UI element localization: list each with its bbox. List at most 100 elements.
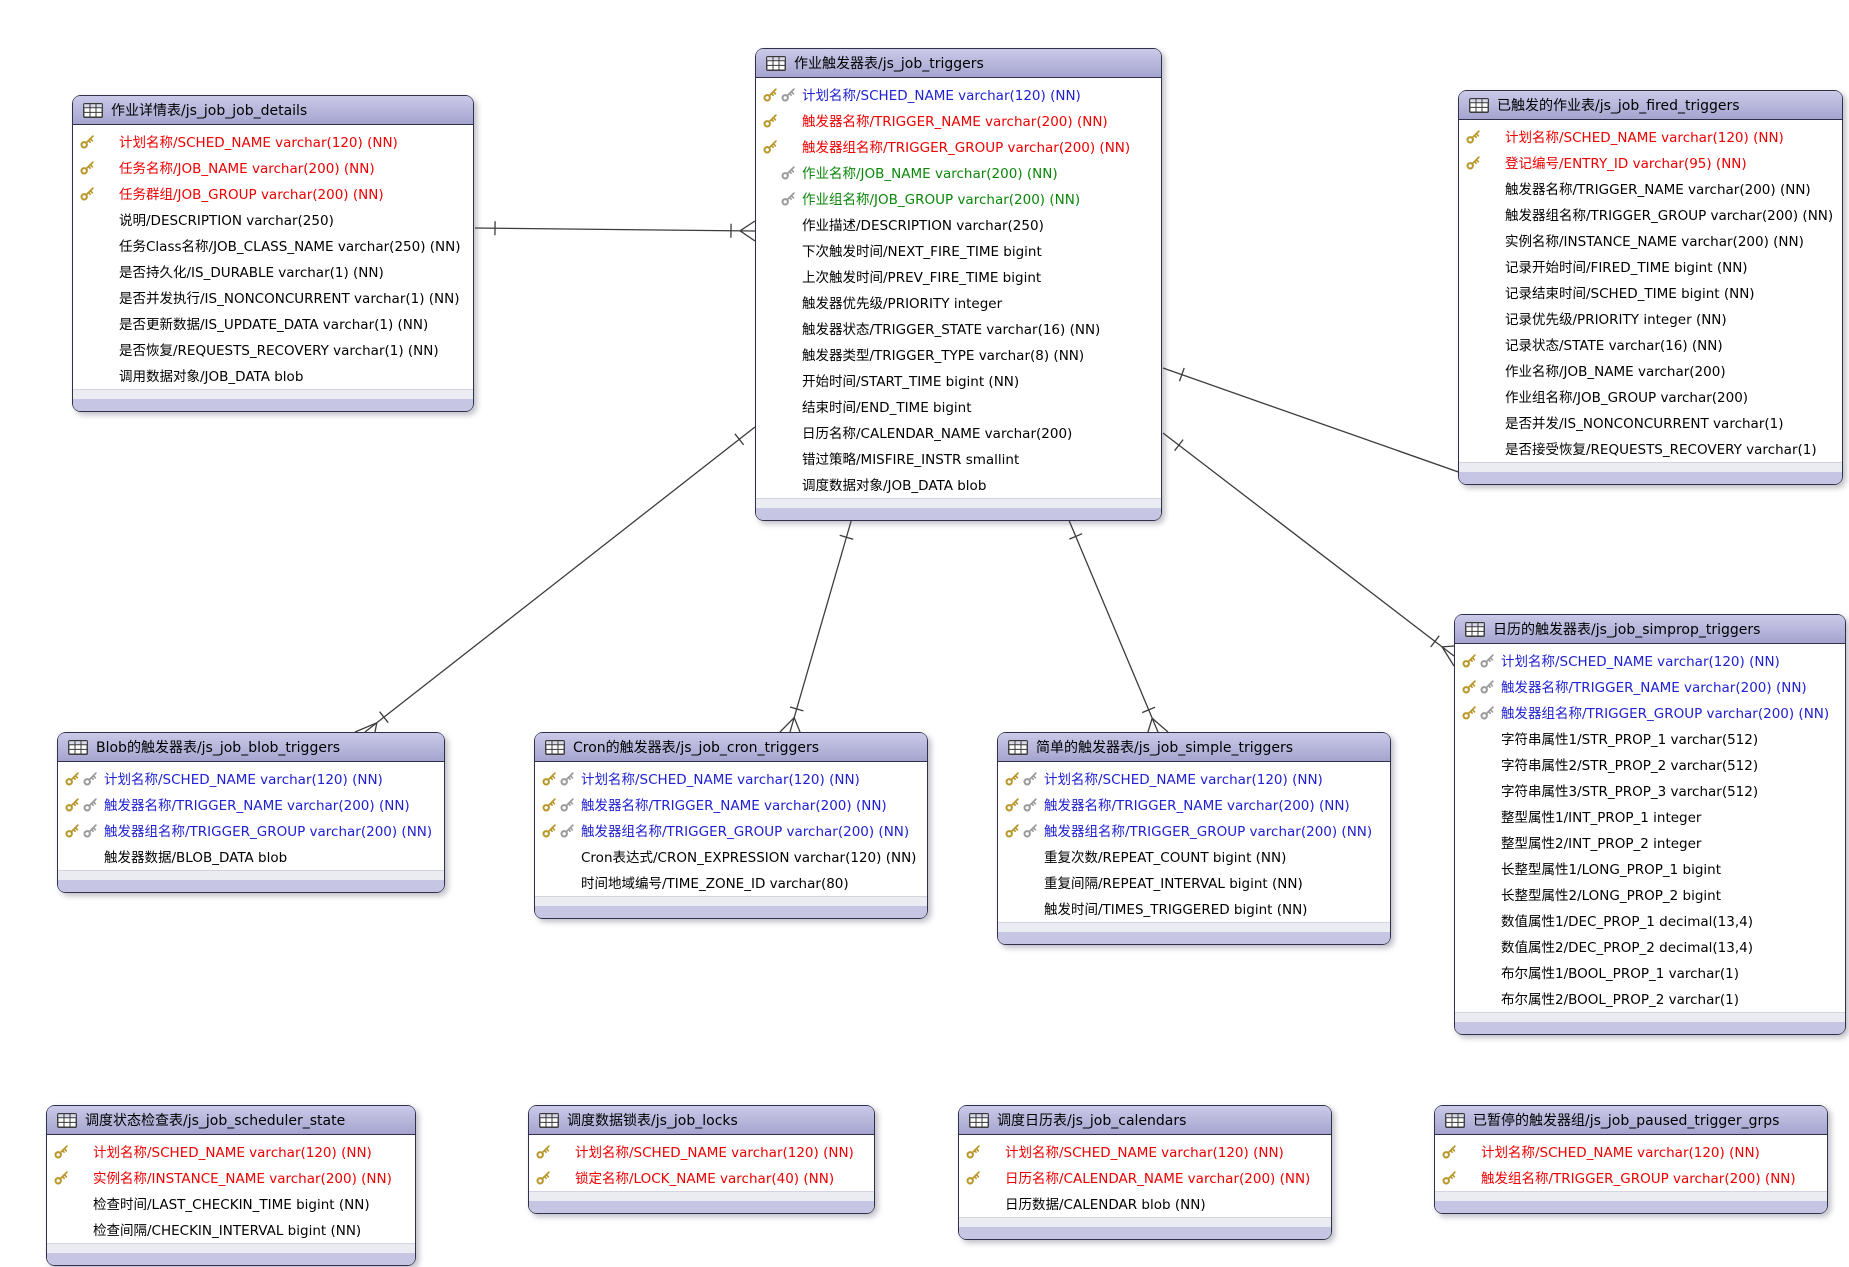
table-column-row[interactable]: 触发器名称/TRIGGER_NAME varchar(200) (NN) bbox=[58, 791, 444, 817]
table-js_job_cron_triggers[interactable]: Cron的触发器表/js_job_cron_triggers 计划名称/SCHE… bbox=[534, 732, 928, 919]
table-header[interactable]: 调度日历表/js_job_calendars bbox=[959, 1106, 1331, 1135]
table-column-row[interactable]: 触发器优先级/PRIORITY integer bbox=[756, 289, 1161, 315]
table-js_job_calendars[interactable]: 调度日历表/js_job_calendars 计划名称/SCHED_NAME v… bbox=[958, 1105, 1332, 1240]
table-column-row[interactable]: 计划名称/SCHED_NAME varchar(120) (NN) bbox=[998, 765, 1390, 791]
table-column-row[interactable]: 记录优先级/PRIORITY integer (NN) bbox=[1459, 305, 1842, 331]
table-column-row[interactable]: 任务Class名称/JOB_CLASS_NAME varchar(250) (N… bbox=[73, 232, 473, 258]
table-column-row[interactable]: 计划名称/SCHED_NAME varchar(120) (NN) bbox=[73, 128, 473, 154]
table-column-row[interactable]: 字符串属性1/STR_PROP_1 varchar(512) bbox=[1455, 725, 1845, 751]
table-column-row[interactable]: 字符串属性2/STR_PROP_2 varchar(512) bbox=[1455, 751, 1845, 777]
table-column-row[interactable]: 重复间隔/REPEAT_INTERVAL bigint (NN) bbox=[998, 869, 1390, 895]
table-column-row[interactable]: 触发组名称/TRIGGER_GROUP varchar(200) (NN) bbox=[1435, 1164, 1827, 1190]
table-column-row[interactable]: 实例名称/INSTANCE_NAME varchar(200) (NN) bbox=[1459, 227, 1842, 253]
table-column-row[interactable]: 字符串属性3/STR_PROP_3 varchar(512) bbox=[1455, 777, 1845, 803]
table-column-row[interactable]: 检查间隔/CHECKIN_INTERVAL bigint (NN) bbox=[47, 1216, 415, 1242]
table-column-row[interactable]: 日历数据/CALENDAR blob (NN) bbox=[959, 1190, 1331, 1216]
table-column-row[interactable]: 上次触发时间/PREV_FIRE_TIME bigint bbox=[756, 263, 1161, 289]
table-header[interactable]: Blob的触发器表/js_job_blob_triggers bbox=[58, 733, 444, 762]
table-column-row[interactable]: 整型属性2/INT_PROP_2 integer bbox=[1455, 829, 1845, 855]
table-column-row[interactable]: 错过策略/MISFIRE_INSTR smallint bbox=[756, 445, 1161, 471]
table-column-row[interactable]: 说明/DESCRIPTION varchar(250) bbox=[73, 206, 473, 232]
table-column-row[interactable]: 调度数据对象/JOB_DATA blob bbox=[756, 471, 1161, 497]
table-column-row[interactable]: 开始时间/START_TIME bigint (NN) bbox=[756, 367, 1161, 393]
table-column-row[interactable]: 是否更新数据/IS_UPDATE_DATA varchar(1) (NN) bbox=[73, 310, 473, 336]
table-column-row[interactable]: 重复次数/REPEAT_COUNT bigint (NN) bbox=[998, 843, 1390, 869]
table-column-row[interactable]: 锁定名称/LOCK_NAME varchar(40) (NN) bbox=[529, 1164, 874, 1190]
table-column-row[interactable]: 计划名称/SCHED_NAME varchar(120) (NN) bbox=[1459, 123, 1842, 149]
table-column-row[interactable]: 触发器组名称/TRIGGER_GROUP varchar(200) (NN) bbox=[756, 133, 1161, 159]
table-column-row[interactable]: 计划名称/SCHED_NAME varchar(120) (NN) bbox=[47, 1138, 415, 1164]
table-column-row[interactable]: 计划名称/SCHED_NAME varchar(120) (NN) bbox=[1435, 1138, 1827, 1164]
table-column-row[interactable]: 触发器类型/TRIGGER_TYPE varchar(8) (NN) bbox=[756, 341, 1161, 367]
table-js_job_scheduler_state[interactable]: 调度状态检查表/js_job_scheduler_state 计划名称/SCHE… bbox=[46, 1105, 416, 1266]
table-column-row[interactable]: 布尔属性2/BOOL_PROP_2 varchar(1) bbox=[1455, 985, 1845, 1011]
table-js_job_job_details[interactable]: 作业详情表/js_job_job_details 计划名称/SCHED_NAME… bbox=[72, 95, 474, 412]
table-column-row[interactable]: 结束时间/END_TIME bigint bbox=[756, 393, 1161, 419]
table-column-row[interactable]: 长整型属性1/LONG_PROP_1 bigint bbox=[1455, 855, 1845, 881]
table-column-row[interactable]: 登记编号/ENTRY_ID varchar(95) (NN) bbox=[1459, 149, 1842, 175]
table-column-row[interactable]: Cron表达式/CRON_EXPRESSION varchar(120) (NN… bbox=[535, 843, 927, 869]
table-js_job_locks[interactable]: 调度数据锁表/js_job_locks 计划名称/SCHED_NAME varc… bbox=[528, 1105, 875, 1214]
table-column-row[interactable]: 触发器名称/TRIGGER_NAME varchar(200) (NN) bbox=[1455, 673, 1845, 699]
table-column-row[interactable]: 长整型属性2/LONG_PROP_2 bigint bbox=[1455, 881, 1845, 907]
table-column-row[interactable]: 作业名称/JOB_NAME varchar(200) bbox=[1459, 357, 1842, 383]
table-column-row[interactable]: 触发器组名称/TRIGGER_GROUP varchar(200) (NN) bbox=[1455, 699, 1845, 725]
table-column-row[interactable]: 整型属性1/INT_PROP_1 integer bbox=[1455, 803, 1845, 829]
table-header[interactable]: 作业详情表/js_job_job_details bbox=[73, 96, 473, 125]
table-column-row[interactable]: 记录结束时间/SCHED_TIME bigint (NN) bbox=[1459, 279, 1842, 305]
table-js_job_paused_trigger_grps[interactable]: 已暂停的触发器组/js_job_paused_trigger_grps 计划名称… bbox=[1434, 1105, 1828, 1214]
table-column-row[interactable]: 任务名称/JOB_NAME varchar(200) (NN) bbox=[73, 154, 473, 180]
table-column-row[interactable]: 作业组名称/JOB_GROUP varchar(200) (NN) bbox=[756, 185, 1161, 211]
table-column-row[interactable]: 计划名称/SCHED_NAME varchar(120) (NN) bbox=[756, 81, 1161, 107]
table-column-row[interactable]: 检查时间/LAST_CHECKIN_TIME bigint (NN) bbox=[47, 1190, 415, 1216]
table-column-row[interactable]: 计划名称/SCHED_NAME varchar(120) (NN) bbox=[529, 1138, 874, 1164]
table-column-row[interactable]: 计划名称/SCHED_NAME varchar(120) (NN) bbox=[535, 765, 927, 791]
table-column-row[interactable]: 触发时间/TIMES_TRIGGERED bigint (NN) bbox=[998, 895, 1390, 921]
table-header[interactable]: 简单的触发器表/js_job_simple_triggers bbox=[998, 733, 1390, 762]
table-column-row[interactable]: 数值属性1/DEC_PROP_1 decimal(13,4) bbox=[1455, 907, 1845, 933]
table-header[interactable]: 调度数据锁表/js_job_locks bbox=[529, 1106, 874, 1135]
table-header[interactable]: 调度状态检查表/js_job_scheduler_state bbox=[47, 1106, 415, 1135]
table-column-row[interactable]: 是否并发/IS_NONCONCURRENT varchar(1) bbox=[1459, 409, 1842, 435]
table-column-row[interactable]: 记录状态/STATE varchar(16) (NN) bbox=[1459, 331, 1842, 357]
table-column-row[interactable]: 触发器名称/TRIGGER_NAME varchar(200) (NN) bbox=[756, 107, 1161, 133]
table-column-row[interactable]: 触发器组名称/TRIGGER_GROUP varchar(200) (NN) bbox=[58, 817, 444, 843]
table-column-row[interactable]: 触发器数据/BLOB_DATA blob bbox=[58, 843, 444, 869]
table-column-row[interactable]: 时间地域编号/TIME_ZONE_ID varchar(80) bbox=[535, 869, 927, 895]
table-column-row[interactable]: 计划名称/SCHED_NAME varchar(120) (NN) bbox=[959, 1138, 1331, 1164]
table-column-row[interactable]: 是否恢复/REQUESTS_RECOVERY varchar(1) (NN) bbox=[73, 336, 473, 362]
table-column-row[interactable]: 触发器名称/TRIGGER_NAME varchar(200) (NN) bbox=[1459, 175, 1842, 201]
table-column-row[interactable]: 是否并发执行/IS_NONCONCURRENT varchar(1) (NN) bbox=[73, 284, 473, 310]
table-column-row[interactable]: 作业组名称/JOB_GROUP varchar(200) bbox=[1459, 383, 1842, 409]
table-column-row[interactable]: 触发器组名称/TRIGGER_GROUP varchar(200) (NN) bbox=[998, 817, 1390, 843]
table-column-row[interactable]: 调用数据对象/JOB_DATA blob bbox=[73, 362, 473, 388]
table-column-row[interactable]: 触发器组名称/TRIGGER_GROUP varchar(200) (NN) bbox=[535, 817, 927, 843]
table-js_job_blob_triggers[interactable]: Blob的触发器表/js_job_blob_triggers 计划名称/SCHE… bbox=[57, 732, 445, 893]
table-column-row[interactable]: 数值属性2/DEC_PROP_2 decimal(13,4) bbox=[1455, 933, 1845, 959]
table-js_job_fired_triggers[interactable]: 已触发的作业表/js_job_fired_triggers 计划名称/SCHED… bbox=[1458, 90, 1843, 485]
table-column-row[interactable]: 触发器名称/TRIGGER_NAME varchar(200) (NN) bbox=[535, 791, 927, 817]
table-js_job_triggers[interactable]: 作业触发器表/js_job_triggers 计划名称/SCHED_NAME v… bbox=[755, 48, 1162, 521]
table-header[interactable]: Cron的触发器表/js_job_cron_triggers bbox=[535, 733, 927, 762]
table-column-row[interactable]: 下次触发时间/NEXT_FIRE_TIME bigint bbox=[756, 237, 1161, 263]
table-column-row[interactable]: 触发器状态/TRIGGER_STATE varchar(16) (NN) bbox=[756, 315, 1161, 341]
table-header[interactable]: 作业触发器表/js_job_triggers bbox=[756, 49, 1161, 78]
table-column-row[interactable]: 日历名称/CALENDAR_NAME varchar(200) (NN) bbox=[959, 1164, 1331, 1190]
table-column-row[interactable]: 是否接受恢复/REQUESTS_RECOVERY varchar(1) bbox=[1459, 435, 1842, 461]
table-column-row[interactable]: 计划名称/SCHED_NAME varchar(120) (NN) bbox=[58, 765, 444, 791]
table-column-row[interactable]: 是否持久化/IS_DURABLE varchar(1) (NN) bbox=[73, 258, 473, 284]
table-js_job_simprop_triggers[interactable]: 日历的触发器表/js_job_simprop_triggers 计划名称/SCH… bbox=[1454, 614, 1846, 1035]
table-column-row[interactable]: 作业名称/JOB_NAME varchar(200) (NN) bbox=[756, 159, 1161, 185]
table-column-row[interactable]: 任务群组/JOB_GROUP varchar(200) (NN) bbox=[73, 180, 473, 206]
table-column-row[interactable]: 计划名称/SCHED_NAME varchar(120) (NN) bbox=[1455, 647, 1845, 673]
table-column-row[interactable]: 作业描述/DESCRIPTION varchar(250) bbox=[756, 211, 1161, 237]
table-js_job_simple_triggers[interactable]: 简单的触发器表/js_job_simple_triggers 计划名称/SCHE… bbox=[997, 732, 1391, 945]
table-header[interactable]: 已触发的作业表/js_job_fired_triggers bbox=[1459, 91, 1842, 120]
table-column-row[interactable]: 日历名称/CALENDAR_NAME varchar(200) bbox=[756, 419, 1161, 445]
table-column-row[interactable]: 记录开始时间/FIRED_TIME bigint (NN) bbox=[1459, 253, 1842, 279]
table-column-row[interactable]: 布尔属性1/BOOL_PROP_1 varchar(1) bbox=[1455, 959, 1845, 985]
table-header[interactable]: 已暂停的触发器组/js_job_paused_trigger_grps bbox=[1435, 1106, 1827, 1135]
table-header[interactable]: 日历的触发器表/js_job_simprop_triggers bbox=[1455, 615, 1845, 644]
table-column-row[interactable]: 触发器组名称/TRIGGER_GROUP varchar(200) (NN) bbox=[1459, 201, 1842, 227]
table-column-row[interactable]: 触发器名称/TRIGGER_NAME varchar(200) (NN) bbox=[998, 791, 1390, 817]
